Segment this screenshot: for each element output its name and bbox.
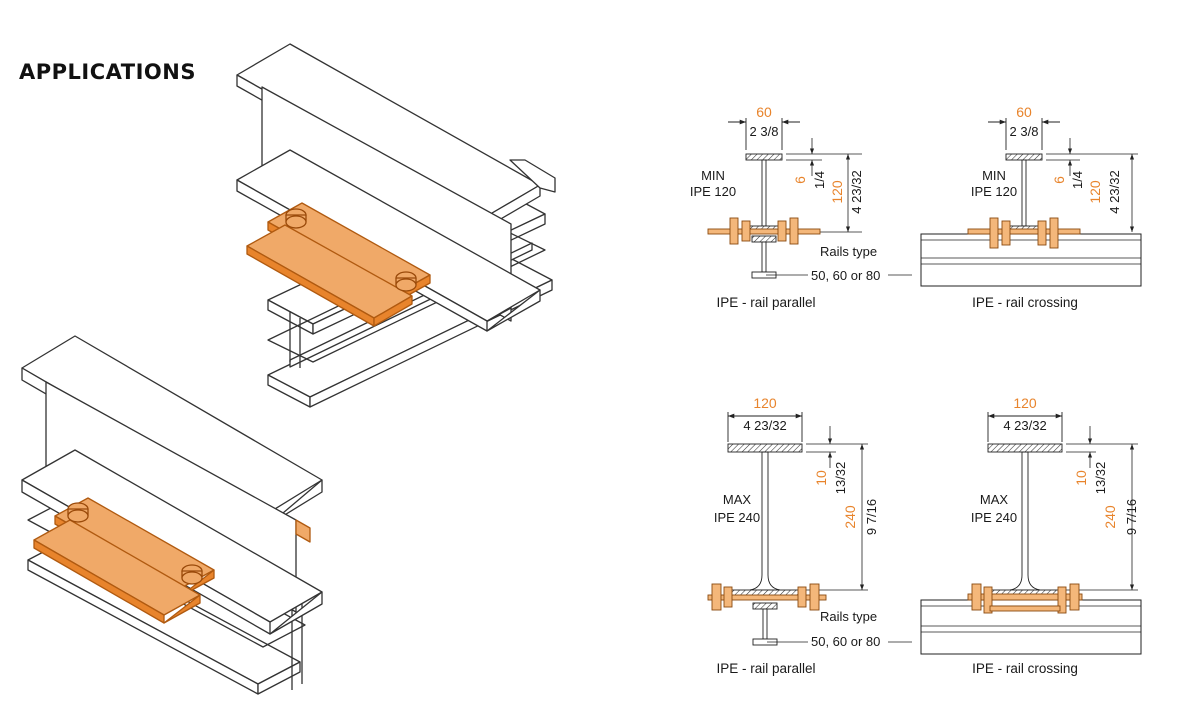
size-label-1: MIN bbox=[701, 168, 725, 183]
width-mm: 60 bbox=[756, 104, 772, 120]
size-label-2: IPE 120 bbox=[971, 184, 1017, 199]
size-label-2: IPE 240 bbox=[971, 510, 1017, 525]
flange-in: 1/4 bbox=[812, 171, 827, 189]
rails-sizes: 50, 60 or 80 bbox=[811, 268, 880, 283]
diagram-min-parallel: 60 2 3/8 6 1/4 120 4 23/32 MIN IPE 120 bbox=[690, 104, 912, 310]
top-flange bbox=[745, 153, 783, 161]
rails-sizes: 50, 60 or 80 bbox=[811, 634, 880, 649]
caption: IPE - rail parallel bbox=[716, 661, 815, 676]
width-in: 4 23/32 bbox=[1003, 418, 1046, 433]
flange-in: 1/4 bbox=[1070, 171, 1085, 189]
page-title: APPLICATIONS bbox=[19, 60, 196, 84]
height-mm: 240 bbox=[1102, 505, 1118, 529]
isometric-beam-clamp-parallel bbox=[236, 43, 556, 408]
width-mm: 120 bbox=[1013, 395, 1037, 411]
size-label-1: MAX bbox=[980, 492, 1009, 507]
caption: IPE - rail parallel bbox=[716, 295, 815, 310]
height-in: 4 23/32 bbox=[849, 170, 864, 213]
width-mm: 60 bbox=[1016, 104, 1032, 120]
caption: IPE - rail crossing bbox=[972, 661, 1078, 676]
web bbox=[761, 159, 767, 227]
height-mm: 240 bbox=[842, 505, 858, 529]
height-in: 9 7/16 bbox=[864, 499, 879, 535]
bolt-3 bbox=[67, 502, 89, 523]
height-in: 4 23/32 bbox=[1107, 170, 1122, 213]
bolt-1 bbox=[285, 208, 307, 229]
clamp-set bbox=[967, 583, 1083, 614]
clamp-set bbox=[707, 583, 827, 611]
size-label-1: MAX bbox=[723, 492, 752, 507]
caption: IPE - rail crossing bbox=[972, 295, 1078, 310]
bolt-2 bbox=[395, 271, 417, 292]
height-in: 9 7/16 bbox=[1124, 499, 1139, 535]
size-label-1: MIN bbox=[982, 168, 1006, 183]
clamp-set bbox=[967, 217, 1081, 249]
height-mm: 120 bbox=[1087, 180, 1103, 204]
width-in: 2 3/8 bbox=[750, 124, 779, 139]
bolt-4 bbox=[181, 564, 203, 585]
flange-mm: 10 bbox=[813, 470, 829, 486]
diagram-min-crossing: 60 2 3/8 6 1/4 120 4 23/32 MIN IPE 120 I… bbox=[920, 104, 1142, 310]
clamp-set bbox=[707, 217, 821, 245]
rails-label: Rails type bbox=[820, 609, 877, 624]
width-in: 2 3/8 bbox=[1010, 124, 1039, 139]
flange-in: 13/32 bbox=[1093, 462, 1108, 495]
rails-label: Rails type bbox=[820, 244, 877, 259]
size-label-2: IPE 240 bbox=[714, 510, 760, 525]
flange-mm: 6 bbox=[792, 176, 808, 184]
flange-in: 13/32 bbox=[833, 462, 848, 495]
flange-mm: 6 bbox=[1051, 176, 1067, 184]
height-mm: 120 bbox=[829, 180, 845, 204]
diagram-max-crossing: 120 4 23/32 10 13/32 240 9 7/16 MAX IPE … bbox=[920, 395, 1142, 676]
width-mm: 120 bbox=[753, 395, 777, 411]
size-label-2: IPE 120 bbox=[690, 184, 736, 199]
flange-mm: 10 bbox=[1073, 470, 1089, 486]
isometric-beam-clamp-crossing bbox=[21, 335, 323, 695]
width-in: 4 23/32 bbox=[743, 418, 786, 433]
diagram-max-parallel: 120 4 23/32 10 13/32 240 9 7/16 MAX IPE … bbox=[707, 395, 912, 676]
